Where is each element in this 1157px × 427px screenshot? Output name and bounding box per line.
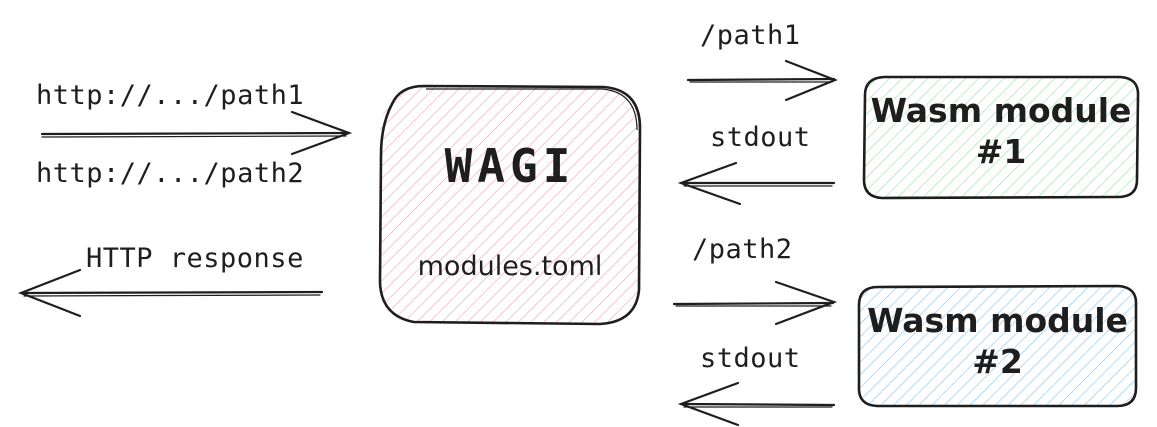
module-2-title: Wasm module #2 [858, 300, 1137, 383]
output-2-label: stdout [700, 343, 801, 374]
route-1-label: /path1 [700, 20, 801, 51]
response-label: HTTP response [86, 243, 304, 274]
output-2-arrow [677, 381, 836, 427]
wagi-title: WAGI [444, 139, 576, 193]
module-1-title: Wasm module #1 [864, 90, 1138, 173]
route-1-arrow [686, 59, 838, 102]
module-1-box [862, 75, 1140, 200]
wagi-subtitle: modules.toml [417, 251, 603, 282]
output-1-label: stdout [710, 122, 811, 153]
module-1-line2: #1 [975, 132, 1027, 172]
output-1-arrow [677, 161, 836, 206]
response-arrow [17, 268, 324, 318]
module-2-box [857, 284, 1138, 408]
request-label-path1: http://.../path1 [36, 80, 305, 111]
route-2-label: /path2 [692, 234, 793, 265]
module-2-line2: #2 [972, 342, 1023, 382]
module-1-line1: Wasm module [870, 91, 1132, 130]
module-2-line1: Wasm module [867, 301, 1128, 340]
request-arrow [40, 110, 353, 156]
route-2-arrow [672, 280, 838, 326]
request-label-path2: http://.../path2 [36, 158, 305, 189]
wagi-box [378, 84, 642, 326]
